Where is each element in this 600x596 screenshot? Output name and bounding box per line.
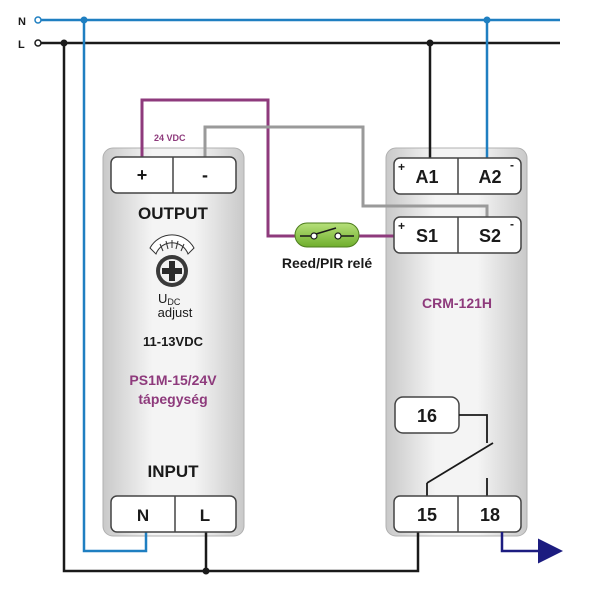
live-rail <box>34 39 560 47</box>
adjust-label: adjust <box>158 305 193 320</box>
neutral-wire-psu <box>82 20 148 553</box>
neutral-junction <box>80 16 88 24</box>
psu-model-desc: tápegység <box>138 391 207 407</box>
relay-s1-plus: + <box>398 219 405 233</box>
relay-s2-terminal: S2 <box>479 226 501 246</box>
negative-wire <box>203 125 489 218</box>
relay-a2-terminal: A2 <box>478 167 501 187</box>
neutral-junction-relay <box>483 16 491 24</box>
positive-wire <box>140 98 296 238</box>
neutral-rail <box>34 16 560 24</box>
psu-plus-terminal: + <box>137 165 148 185</box>
relay-supply-terminals <box>393 157 522 195</box>
voltage-tag: 24 VDC <box>154 133 186 143</box>
relay-terminal-16: 16 <box>417 406 437 426</box>
reed-pir-switch <box>294 222 360 248</box>
psu-input-terminals <box>110 495 237 533</box>
contact-blade <box>426 442 494 484</box>
neutral-label: N <box>18 16 26 28</box>
range-label: 11-13VDC <box>143 334 204 349</box>
output-arrow <box>500 532 563 564</box>
udc-label: UDC <box>158 291 181 307</box>
psu-n-terminal: N <box>137 506 149 525</box>
relay-terminal-15: 15 <box>417 505 437 525</box>
relay-a1-plus: + <box>398 160 405 174</box>
relay-s2-minus: - <box>510 217 514 231</box>
live-junction-relay <box>426 39 434 47</box>
live-wire-main <box>62 43 420 573</box>
relay-model: CRM-121H <box>422 295 492 311</box>
adjust-knob-icon <box>149 234 195 287</box>
relay-a2-minus: - <box>510 158 514 172</box>
psu-minus-terminal: - <box>202 165 208 185</box>
relay-s1-terminal: S1 <box>416 226 438 246</box>
psu-output-label: OUTPUT <box>138 204 209 223</box>
psu-output-terminals <box>110 156 237 194</box>
relay-output-terminals <box>393 495 522 533</box>
relay-control-terminals <box>393 216 522 254</box>
psu-l-terminal: L <box>200 506 210 525</box>
relay-terminal-18: 18 <box>480 505 500 525</box>
contact-16-wire <box>459 414 488 443</box>
psu-model: PS1M-15/24V <box>129 372 217 388</box>
power-supply-body <box>102 147 245 537</box>
live-junction-left <box>60 39 68 47</box>
relay-a1-terminal: A1 <box>415 167 438 187</box>
psu-input-label: INPUT <box>148 462 200 481</box>
live-junction-psu <box>202 567 210 575</box>
live-label: L <box>18 39 25 51</box>
switch-label: Reed/PIR relé <box>282 255 372 271</box>
